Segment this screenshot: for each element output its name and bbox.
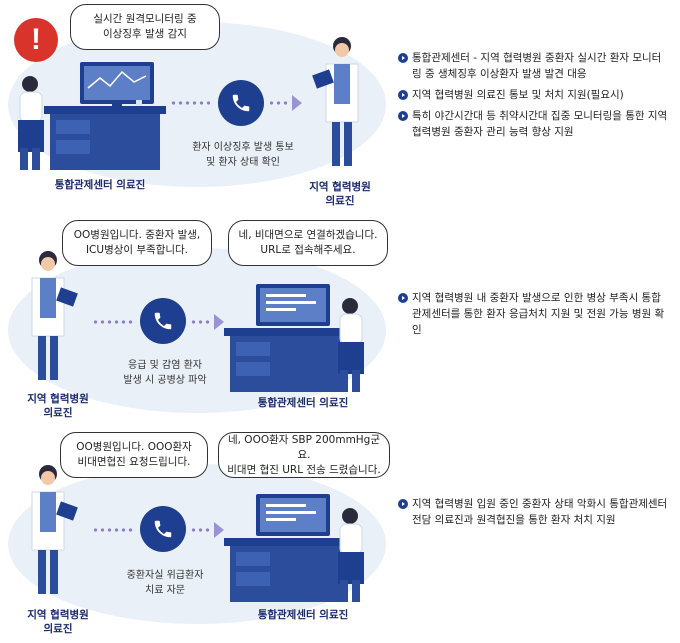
panel-3-left-caption: 지역 협력병원 의료진	[27, 609, 89, 635]
panel-2-right-caption: 통합관제센터 의료진	[257, 397, 349, 409]
alert-icon: !	[14, 18, 58, 62]
panel-3-arrow	[214, 522, 224, 538]
panel-1-middle-text: 환자 이상징후 발생 통보 및 환자 상태 확인	[192, 142, 294, 168]
panel-2-left-caption: 지역 협력병원 의료진	[27, 393, 89, 419]
panel-2-dots-left	[92, 320, 136, 324]
panel-2-arrow	[214, 314, 224, 330]
panel-1-arrow	[292, 95, 302, 111]
panel-1-bullet-2: 지역 협력병원 의료진 통보 및 처치 지원(필요시)	[398, 87, 670, 103]
panel-2-bubble-1: OO병원입니다. 중환자 발생, ICU병상이 부족합니다.	[62, 220, 212, 266]
bullet-marker-icon	[398, 293, 408, 303]
panel-1-dots-right	[268, 101, 290, 105]
panel-3-bullet-1: 지역 협력병원 입원 중인 중환자 상태 악화시 통합관제센터 전담 의료진과 …	[398, 496, 670, 528]
bullet-marker-icon	[398, 111, 408, 121]
bullet-marker-icon	[398, 499, 408, 509]
panel-1-bubble-1: 실시간 원격모니터링 중 이상징후 발생 감지	[70, 4, 220, 50]
panel-1: ! 실시간 원격모니터링 중 이상징후 발생 감지 환자 이상징후 발생 통보 …	[0, 0, 680, 207]
panel-2-bullets: 지역 협력병원 내 중환자 발생으로 인한 병상 부족시 통합관제센터를 통한 …	[398, 290, 670, 343]
panel-1-left-caption: 통합관제센터 의료진	[54, 179, 146, 191]
panel-3-bubble-2: 네, OOO환자 SBP 200mmHg군요. 비대면 협진 URL 전송 드렸…	[218, 432, 390, 478]
panel-3-dots-left	[92, 528, 136, 532]
panel-3-middle-text: 중환자실 위급환자 치료 자문	[126, 570, 204, 596]
panel-2: OO병원입니다. 중환자 발생, ICU병상이 부족합니다. 네, 비대면으로 …	[0, 212, 680, 424]
phone-icon	[218, 80, 264, 126]
phone-icon	[140, 298, 186, 344]
panel-1-dots-left	[170, 101, 214, 105]
bullet-marker-icon	[398, 53, 408, 63]
panel-2-bullet-1: 지역 협력병원 내 중환자 발생으로 인한 병상 부족시 통합관제센터를 통한 …	[398, 290, 670, 338]
panel-1-bullets: 통합관제센터 - 지역 협력병원 중환자 실시간 환자 모니터링 중 생체징후 …	[398, 50, 670, 145]
doctor-illustration	[312, 37, 359, 166]
panel-2-middle-text: 응급 및 감염 환자 발생 시 공병상 파악	[123, 360, 207, 386]
panel-2-bubble-2: 네, 비대면으로 연결하겠습니다. URL로 접속해주세요.	[228, 220, 388, 266]
panel-3-dots-right	[190, 528, 212, 532]
panel-1-bullet-3: 특히 야간시간대 등 취약시간대 집중 모니터링을 통한 지역 협력병원 중환자…	[398, 108, 670, 140]
bullet-marker-icon	[398, 90, 408, 100]
monitoring-desk-illustration	[18, 62, 166, 170]
doctor-illustration	[31, 251, 78, 380]
panel-1-bullet-1: 통합관제센터 - 지역 협력병원 중환자 실시간 환자 모니터링 중 생체징후 …	[398, 50, 670, 82]
panel-3-right-caption: 통합관제센터 의료진	[257, 609, 349, 621]
panel-3: OO병원입니다. OOO환자 비대면협진 요청드립니다. 네, OOO환자 SB…	[0, 428, 680, 643]
panel-2-dots-right	[190, 320, 212, 324]
panel-1-right-caption: 지역 협력병원 의료진	[309, 181, 371, 207]
doctor-illustration	[31, 465, 78, 594]
panel-3-bullets: 지역 협력병원 입원 중인 중환자 상태 악화시 통합관제센터 전담 의료진과 …	[398, 496, 670, 533]
panel-3-bubble-1: OO병원입니다. OOO환자 비대면협진 요청드립니다.	[60, 432, 208, 478]
monitoring-desk-illustration	[224, 494, 364, 602]
phone-icon	[140, 506, 186, 552]
monitoring-desk-illustration	[224, 284, 364, 392]
